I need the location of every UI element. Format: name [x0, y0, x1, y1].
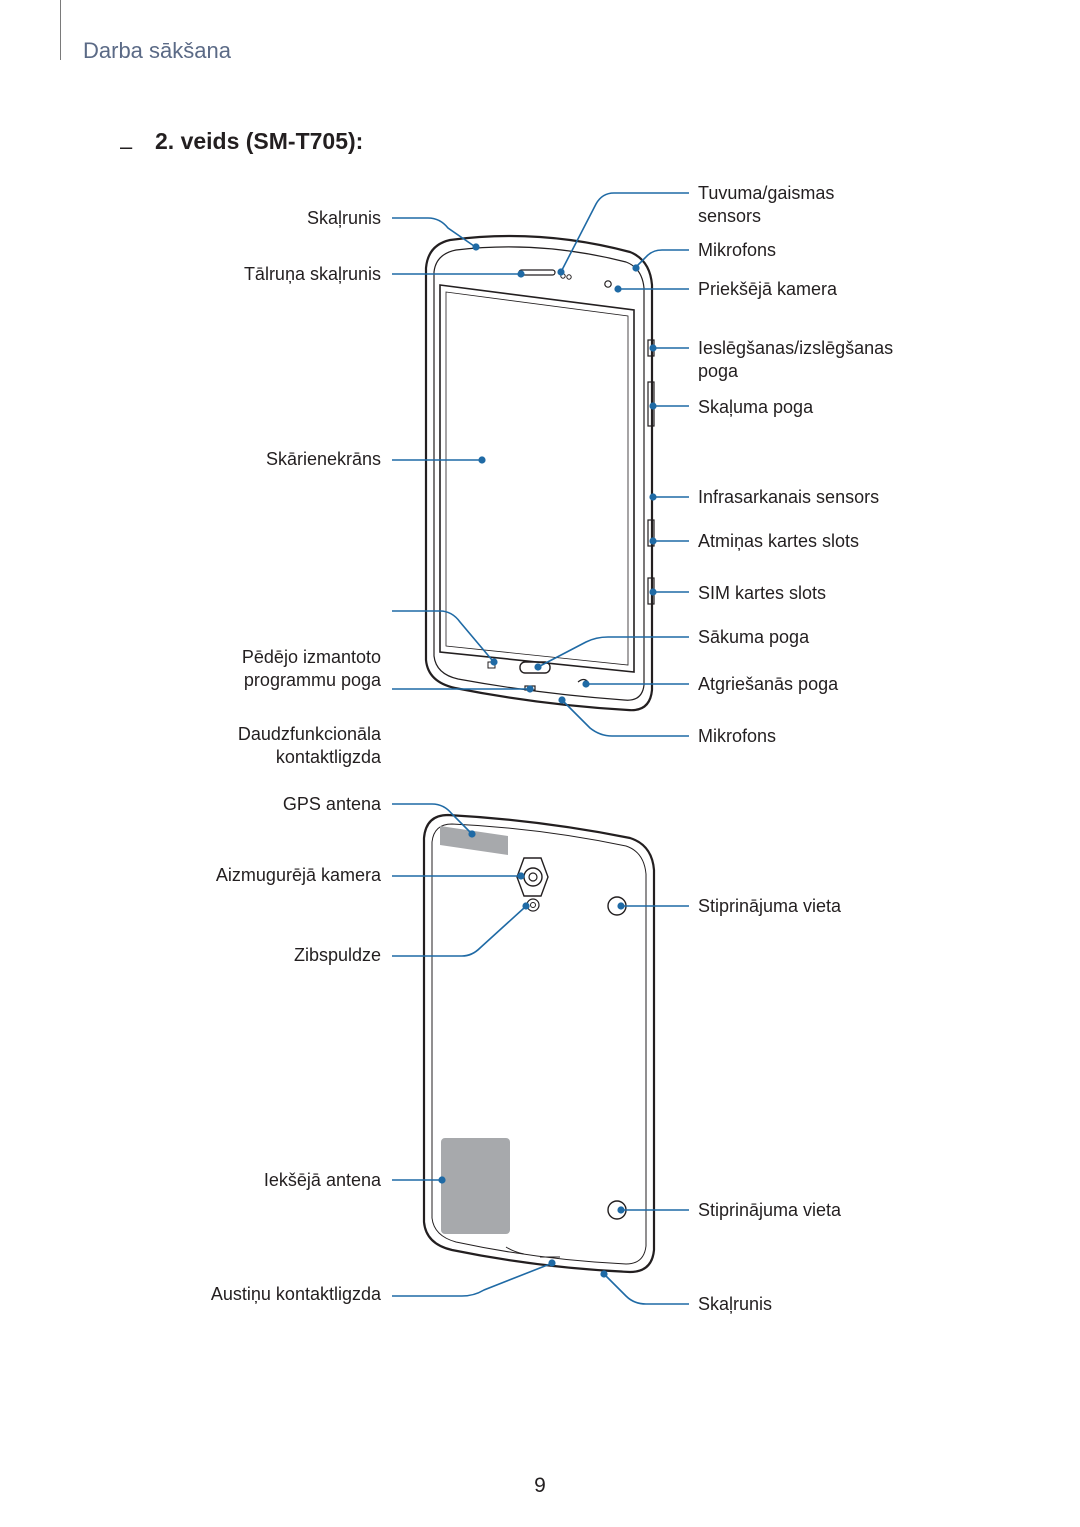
label-earpiece: Tālruņa skaļrunis: [243, 264, 381, 284]
label-volume-button: Skaļuma poga: [698, 397, 814, 417]
label-front-camera: Priekšējā kamera: [698, 279, 838, 299]
label-internal-antenna: Iekšējā antena: [263, 1170, 381, 1190]
label-back-button: Atgriešanās poga: [698, 674, 839, 694]
label-memory-slot: Atmiņas kartes slots: [698, 531, 860, 551]
page-number: 9: [534, 1474, 546, 1497]
header-title: Darba sākšana: [83, 38, 231, 63]
back-callouts: [392, 803, 689, 1305]
label-proximity-sensor: Tuvuma/gaismas sensors: [698, 183, 835, 226]
internal-antenna-area: [441, 1138, 510, 1234]
back-device: [422, 813, 656, 1274]
label-multipurpose-jack-line1: Daudzfunkcionāla kontaktligzda: [237, 724, 381, 767]
section-bullet: –: [120, 134, 133, 159]
label-home-button: Sākuma poga: [698, 627, 810, 647]
label-strap-hole-2: Stiprinājuma vieta: [698, 1200, 842, 1220]
label-strap-hole-1: Stiprinājuma vieta: [698, 896, 842, 916]
front-device: [424, 234, 655, 712]
label-recent-apps: Pēdējo izmantoto programmu poga: [242, 600, 381, 715]
label-rear-camera: Aizmugurējā kamera: [215, 865, 381, 885]
label-mic-top: Mikrofons: [698, 240, 777, 260]
label-speaker-top: Skaļrunis: [306, 208, 381, 228]
label-power-button: Ieslēgšanas/izslēgšanas poga: [698, 338, 894, 381]
front-callouts: [392, 192, 689, 737]
label-gps-antenna: GPS antena: [282, 794, 381, 814]
gps-antenna-area: [440, 826, 508, 855]
label-recent-apps-line1: Pēdējo izmantoto programmu poga: [241, 647, 381, 690]
label-multipurpose-jack: Daudzfunkcionāla kontaktligzda: [238, 677, 381, 792]
label-headset-jack: Austiņu kontaktligzda: [210, 1284, 381, 1304]
section-title: 2. veids (SM-T705):: [155, 128, 364, 154]
label-touchscreen: Skārienekrāns: [265, 449, 381, 469]
label-flash: Zibspuldze: [293, 945, 381, 965]
header-rule: [60, 0, 61, 60]
label-speaker-bottom: Skaļrunis: [698, 1294, 773, 1314]
label-mic-bottom: Mikrofons: [698, 726, 777, 746]
label-ir-sensor: Infrasarkanais sensors: [698, 487, 880, 507]
label-sim-slot: SIM kartes slots: [698, 583, 827, 603]
